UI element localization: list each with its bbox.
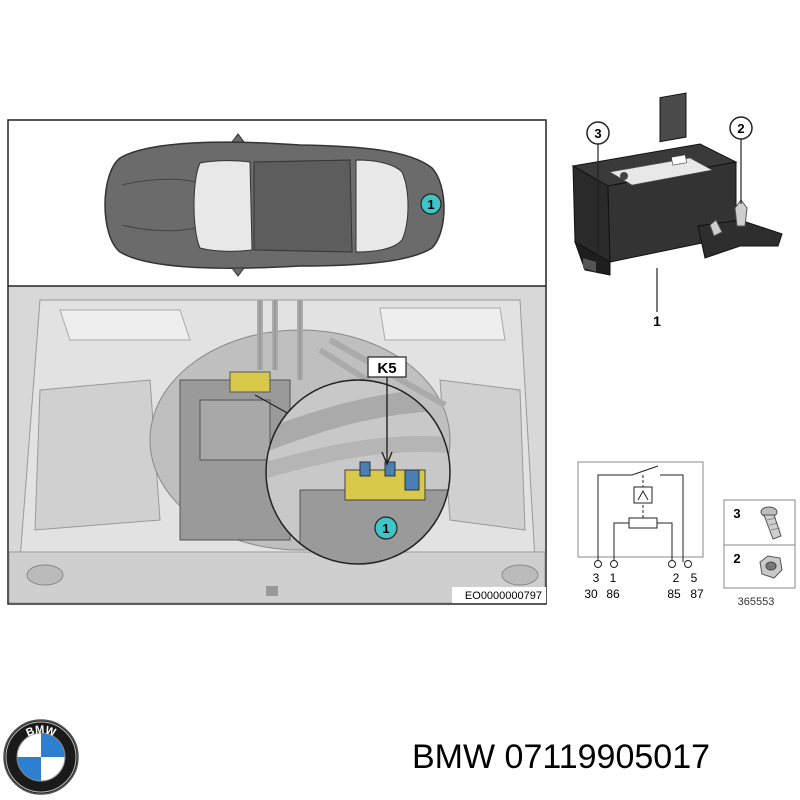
- hardware-legend: 3 2 365553: [723, 499, 796, 608]
- bmw-roundel-icon: BMW: [3, 719, 79, 795]
- part-number-caption: BMW 07119905017: [412, 738, 711, 776]
- callout-car-position: [420, 193, 442, 215]
- logo-text: BMW: [24, 724, 57, 739]
- callout-inset-position-label: 1: [382, 521, 389, 536]
- callout-car-position-label: 1: [427, 197, 434, 212]
- hardware-index: 2: [733, 551, 740, 566]
- pin-number: 2: [673, 571, 680, 585]
- magnified-inset: 1 K5: [265, 356, 451, 565]
- pin-number: 5: [691, 571, 698, 585]
- pin-number: 3: [593, 571, 600, 585]
- hardware-index: 3: [733, 506, 740, 521]
- pin-number: 1: [610, 571, 617, 585]
- terminal-designation: 86: [606, 587, 620, 601]
- callout-inset-position: [374, 516, 398, 540]
- car-top-view: 1: [104, 133, 445, 277]
- hardware-code: 365553: [738, 596, 775, 608]
- terminal-designation: 87: [690, 587, 704, 601]
- wiring-schematic: 3 1 2 5 30 86 85 87: [577, 461, 704, 601]
- screw-icon: [760, 506, 782, 540]
- callout-pin-upper-label: 2: [737, 121, 744, 136]
- relay-illustration: 3 2 1: [571, 92, 783, 329]
- callout-housing-label: 1: [653, 313, 661, 329]
- location-label: K5: [377, 360, 396, 377]
- terminal-designation: 85: [667, 587, 681, 601]
- illustration-code: EO0000000797: [465, 590, 542, 602]
- terminal-designation: 30: [584, 587, 598, 601]
- nut-icon: [759, 555, 783, 579]
- callout-pin-side-label: 3: [594, 126, 601, 141]
